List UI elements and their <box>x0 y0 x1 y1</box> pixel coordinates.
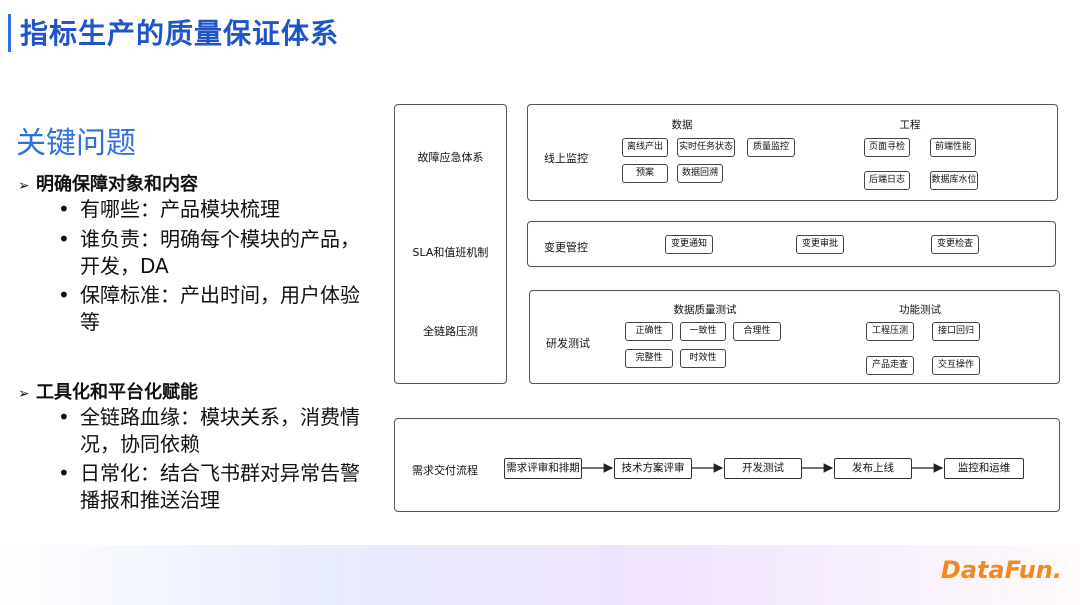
arrow-bullet-icon: ➢ <box>18 178 30 194</box>
chip: 时效性 <box>680 349 726 368</box>
data-header: 数据 <box>671 119 693 131</box>
chip: 合理性 <box>733 322 781 341</box>
flow-step: 监控和运维 <box>944 458 1024 479</box>
flow-step: 需求评审和排期 <box>504 458 582 479</box>
chip: 交互操作 <box>932 356 980 375</box>
chip: 变更审批 <box>796 235 844 254</box>
flow-step: 技术方案评审 <box>614 458 692 479</box>
page-title: 指标生产的质量保证体系 <box>20 17 340 50</box>
bullet-item: 日常化：结合飞书群对异常告警播报和推送治理 <box>56 460 366 514</box>
chip: 离线产出 <box>622 138 668 157</box>
chip: 一致性 <box>680 322 726 341</box>
chip: 预案 <box>622 164 668 183</box>
flow-step: 开发测试 <box>724 458 802 479</box>
chip: 正确性 <box>625 322 673 341</box>
left-column-label: 故障应急体系 <box>417 151 484 164</box>
func-header: 功能测试 <box>899 304 941 316</box>
eng-header: 工程 <box>899 119 921 131</box>
change-control-label: 变更管控 <box>544 241 588 254</box>
bullet-item: 保障标准：产出时间，用户体验等 <box>56 282 366 336</box>
chip: 接口回归 <box>932 322 980 341</box>
bullet-item: 全链路血缘：模块关系，消费情况，协同依赖 <box>56 404 366 458</box>
chip: 工程压测 <box>866 322 914 341</box>
chip: 数据回溯 <box>677 164 723 183</box>
chip: 后端日志 <box>864 171 910 190</box>
chip: 数据库水位 <box>930 171 978 190</box>
title-accent-bar <box>8 14 11 52</box>
chip: 质量监控 <box>747 138 795 157</box>
point-2: ➢ 工具化和平台化赋能 <box>18 378 198 404</box>
point-1: ➢ 明确保障对象和内容 <box>18 170 198 196</box>
datafun-logo: DataFun. <box>940 556 1062 584</box>
bullet-item: 谁负责：明确每个模块的产品，开发，DA <box>56 226 366 280</box>
chip: 实时任务状态 <box>677 138 735 157</box>
chip: 完整性 <box>625 349 673 368</box>
chip: 变更通知 <box>665 235 713 254</box>
left-column-box <box>394 104 507 384</box>
delivery-flow-label: 需求交付流程 <box>412 464 478 477</box>
arrow-bullet-icon: ➢ <box>18 386 30 402</box>
chip: 产品走查 <box>866 356 914 375</box>
point-1-title: 明确保障对象和内容 <box>36 174 198 195</box>
point-2-title: 工具化和平台化赋能 <box>36 382 198 403</box>
chip: 变更检查 <box>931 235 979 254</box>
section-title: 关键问题 <box>16 126 136 161</box>
dev-test-label: 研发测试 <box>546 337 590 350</box>
bullet-item: 有哪些：产品模块梳理 <box>56 196 366 223</box>
chip: 前端性能 <box>930 138 976 157</box>
flow-step: 发布上线 <box>834 458 912 479</box>
online-monitor-label: 线上监控 <box>544 152 588 165</box>
dq-header: 数据质量测试 <box>673 304 737 316</box>
left-column-label: SLA和值班机制 <box>412 246 489 259</box>
chip: 页面寻检 <box>864 138 910 157</box>
left-column-label: 全链路压测 <box>423 325 478 338</box>
bottom-gradient <box>0 545 1080 605</box>
